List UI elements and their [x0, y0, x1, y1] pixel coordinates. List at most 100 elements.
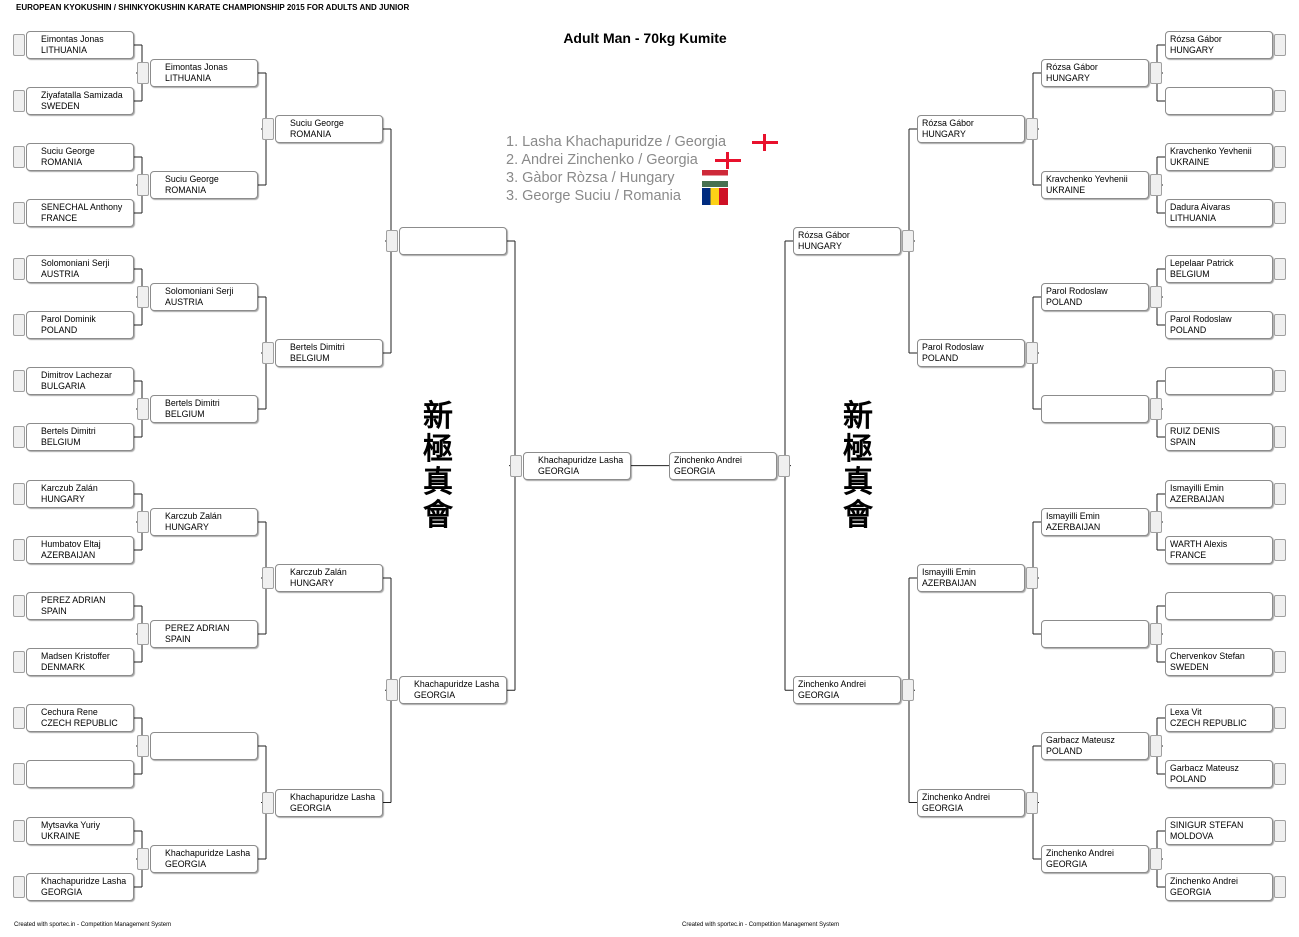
score-cell[interactable] — [13, 595, 25, 617]
left-r1-competitor-14[interactable] — [13, 760, 134, 788]
score-cell[interactable] — [13, 763, 25, 785]
score-cell[interactable] — [13, 426, 25, 448]
score-cell[interactable] — [1274, 483, 1286, 505]
score-cell[interactable] — [1150, 62, 1162, 84]
score-cell[interactable] — [1274, 707, 1286, 729]
left-r4-competitor-1[interactable] — [386, 227, 507, 255]
score-cell[interactable] — [13, 707, 25, 729]
score-cell[interactable] — [137, 623, 149, 645]
score-cell[interactable] — [1026, 118, 1038, 140]
score-cell[interactable] — [13, 876, 25, 898]
score-cell[interactable] — [1150, 735, 1162, 757]
score-cell[interactable] — [1274, 820, 1286, 842]
right-r2-competitor-4[interactable] — [1041, 395, 1162, 423]
right-r1-competitor-7[interactable] — [1165, 367, 1286, 395]
right-r1-competitor-2[interactable] — [1165, 87, 1286, 115]
score-cell[interactable] — [137, 848, 149, 870]
score-cell[interactable] — [1274, 146, 1286, 168]
score-cell[interactable] — [262, 567, 274, 589]
score-cell[interactable] — [1026, 567, 1038, 589]
score-cell[interactable] — [1274, 426, 1286, 448]
score-cell[interactable] — [510, 454, 522, 477]
score-cell[interactable] — [1274, 651, 1286, 673]
right-r2-competitor-6[interactable] — [1041, 620, 1162, 648]
score-cell[interactable] — [13, 370, 25, 392]
score-cell[interactable] — [137, 735, 149, 757]
score-cell[interactable] — [13, 34, 25, 56]
score-cell[interactable] — [1150, 398, 1162, 420]
score-cell[interactable] — [262, 342, 274, 364]
score-cell[interactable] — [1274, 90, 1286, 112]
score-cell[interactable] — [1026, 342, 1038, 364]
score-cell[interactable] — [1274, 876, 1286, 898]
score-cell[interactable] — [1150, 623, 1162, 645]
score-cell[interactable] — [902, 679, 914, 702]
score-cell[interactable] — [1274, 258, 1286, 280]
score-cell[interactable] — [1026, 791, 1038, 814]
score-cell[interactable] — [13, 202, 25, 224]
score-cell[interactable] — [902, 230, 914, 252]
score-cell[interactable] — [1274, 202, 1286, 224]
score-cell[interactable] — [13, 258, 25, 280]
score-cell[interactable] — [262, 118, 274, 140]
score-cell[interactable] — [386, 230, 398, 252]
score-cell[interactable] — [13, 314, 25, 336]
score-cell[interactable] — [13, 651, 25, 673]
score-cell[interactable] — [1150, 848, 1162, 870]
score-cell[interactable] — [137, 174, 149, 196]
score-cell[interactable] — [1274, 763, 1286, 785]
score-cell[interactable] — [137, 286, 149, 308]
score-cell[interactable] — [13, 820, 25, 842]
score-cell[interactable] — [13, 146, 25, 168]
score-cell[interactable] — [137, 62, 149, 84]
score-cell[interactable] — [262, 791, 274, 814]
score-cell[interactable] — [1150, 286, 1162, 308]
score-cell[interactable] — [1150, 174, 1162, 196]
